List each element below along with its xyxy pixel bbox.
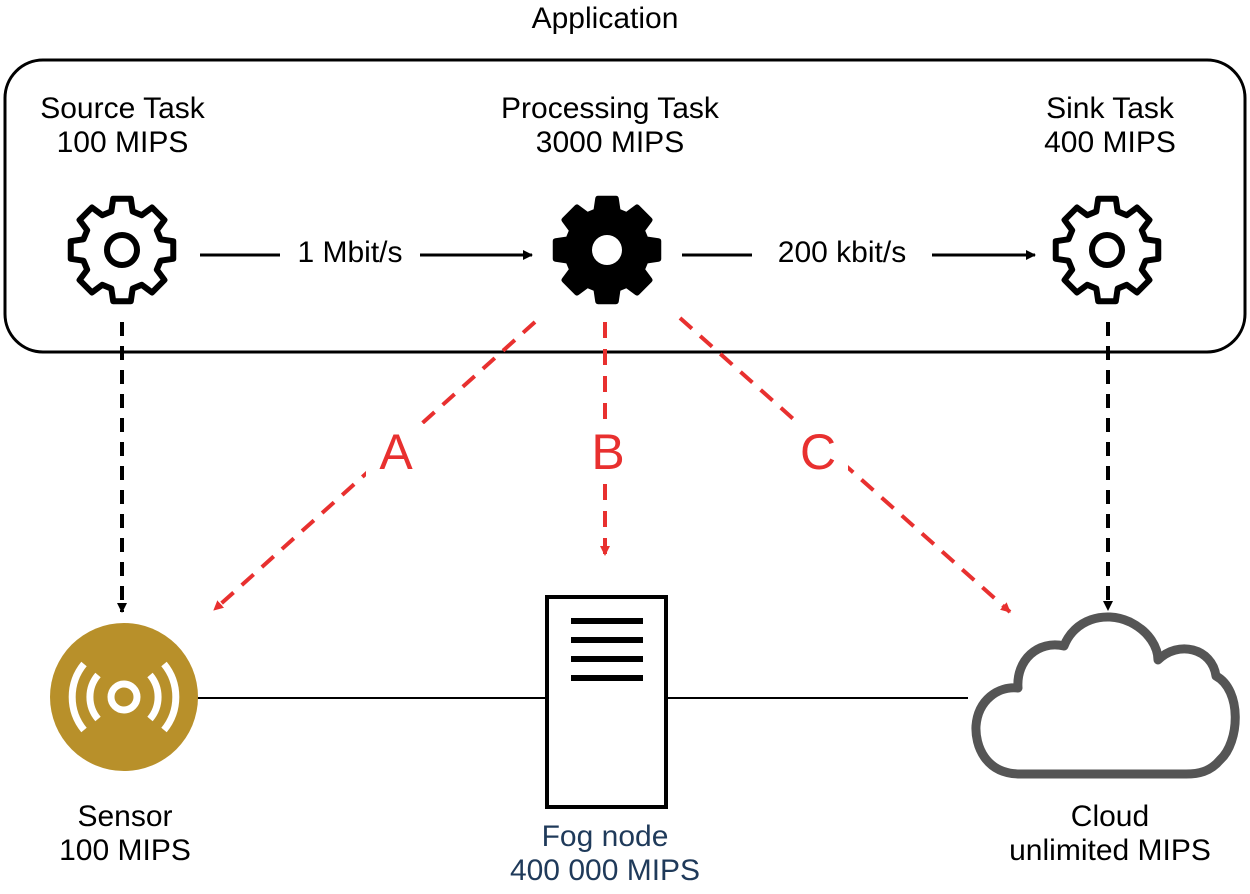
application-box bbox=[3, 58, 1247, 354]
source-task-label: Source Task 100 MIPS bbox=[10, 92, 235, 159]
cloud-name: Cloud bbox=[1070, 800, 1150, 833]
processing-task-gear-icon bbox=[552, 195, 662, 305]
application-title: Application bbox=[450, 2, 760, 36]
placement-letter-b: B bbox=[591, 424, 625, 480]
sink-task-mips: 400 MIPS bbox=[1044, 125, 1176, 159]
placement-option-b: B bbox=[578, 424, 638, 480]
processing-task-label: Processing Task 3000 MIPS bbox=[460, 92, 760, 159]
cloud-icon bbox=[971, 612, 1240, 779]
sensor-name: Sensor bbox=[77, 800, 173, 833]
cloud-label: Cloud unlimited MIPS bbox=[975, 800, 1245, 867]
fog-node-name: Fog node bbox=[541, 820, 669, 853]
cloud-mips: unlimited MIPS bbox=[1009, 833, 1211, 867]
link-label-processing-sink: 200 kbit/s bbox=[752, 236, 932, 270]
fog-node-label: Fog node 400 000 MIPS bbox=[455, 820, 755, 887]
source-task-mips: 100 MIPS bbox=[56, 125, 189, 159]
sink-task-label: Sink Task 400 MIPS bbox=[1000, 92, 1220, 159]
placement-option-c: C bbox=[788, 424, 848, 480]
source-task-name: Source Task bbox=[40, 92, 205, 125]
placement-letter-c: C bbox=[799, 424, 837, 480]
sink-task-name: Sink Task bbox=[1046, 92, 1174, 125]
sensor-signal-icon bbox=[50, 623, 198, 771]
link-rate-1: 1 Mbit/s bbox=[297, 236, 403, 269]
application-label: Application bbox=[531, 2, 679, 35]
link-label-source-processing: 1 Mbit/s bbox=[280, 236, 420, 270]
processing-task-mips: 3000 MIPS bbox=[535, 125, 685, 159]
processing-task-name: Processing Task bbox=[501, 92, 719, 125]
placement-letter-a: A bbox=[379, 424, 413, 480]
placement-arrow-a bbox=[212, 320, 537, 612]
fog-node-mips: 400 000 MIPS bbox=[509, 853, 701, 887]
placement-option-a: A bbox=[366, 424, 426, 480]
server-icon bbox=[545, 595, 668, 809]
sensor-label: Sensor 100 MIPS bbox=[20, 800, 230, 867]
source-task-gear-icon bbox=[67, 195, 177, 305]
sensor-mips: 100 MIPS bbox=[59, 833, 191, 867]
sink-task-gear-icon bbox=[1052, 195, 1162, 305]
link-rate-2: 200 kbit/s bbox=[777, 236, 907, 269]
